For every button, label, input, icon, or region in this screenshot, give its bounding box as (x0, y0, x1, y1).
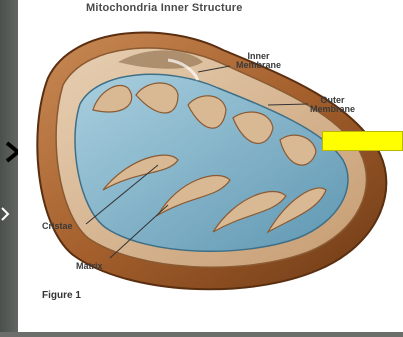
chevron-right-small-icon[interactable] (0, 206, 12, 222)
diagram-title: Mitochondria Inner Structure (86, 2, 243, 14)
label-matrix: Matrix (76, 262, 103, 271)
figure-caption: Figure 1 (42, 290, 81, 301)
mitochondria-illustration (18, 0, 403, 332)
mitochondria-figure: Mitochondria Inner Structure Inner Membr… (18, 0, 403, 332)
label-inner-membrane: Inner Membrane (236, 52, 281, 70)
label-cristae: Cristae (42, 222, 73, 231)
label-outer-membrane: Outer Membrane (310, 96, 355, 114)
yellow-highlight-box (322, 131, 403, 151)
